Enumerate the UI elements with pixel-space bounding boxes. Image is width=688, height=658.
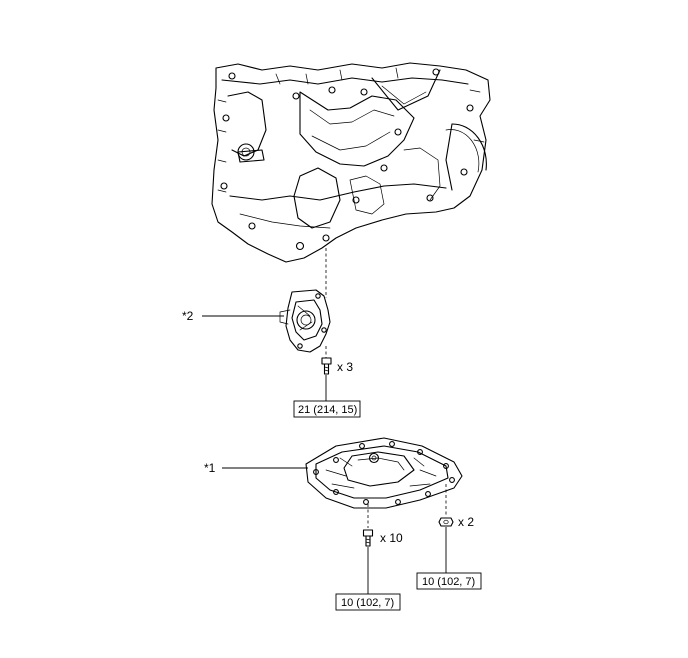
torque-pan-bolt: 10 (102, 7) (341, 597, 394, 609)
pan-nut-icon (438, 517, 454, 527)
cylinder-block-illustration (211, 62, 491, 263)
oil-strainer-illustration (279, 289, 331, 353)
torque-pan-nut: 10 (102, 7) (422, 576, 475, 588)
oil-pan-illustration (305, 437, 463, 509)
pan-nut-quantity: x 2 (458, 515, 474, 529)
callout-part-1: *1 (204, 461, 216, 475)
torque-strainer-bolt: 21 (214, 15) (298, 404, 357, 416)
pan-bolt-quantity: x 10 (380, 531, 403, 545)
torque-box-pan-bolt (335, 593, 401, 611)
strainer-bolt-quantity: x 3 (337, 360, 353, 374)
strainer-bolt-icon (321, 357, 332, 375)
callout-part-2: *2 (182, 309, 194, 323)
torque-box-pan-nut (416, 572, 482, 590)
torque-box-strainer-bolt (293, 400, 361, 418)
pan-bolt-icon (362, 529, 374, 547)
